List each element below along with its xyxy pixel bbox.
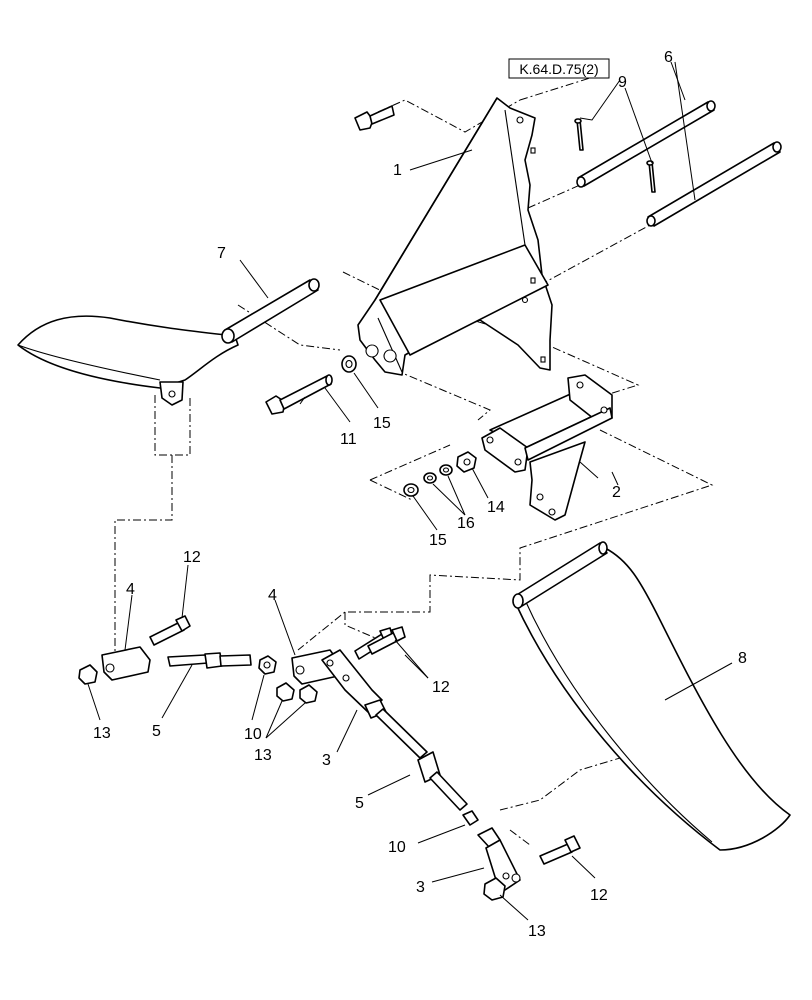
callout-2: 2: [612, 484, 621, 501]
part-1-main-bracket: [357, 97, 553, 376]
callout-13-lower: 13: [528, 923, 546, 940]
reference-tag[interactable]: K.64.D.75(2): [508, 58, 610, 79]
callout-12-center: 12: [432, 679, 450, 696]
callout-5-center: 5: [355, 795, 364, 812]
reference-label: K.64.D.75(2): [519, 61, 598, 77]
callout-7: 7: [217, 245, 226, 262]
center-linkage: [276, 626, 479, 826]
part-7-left-shoe: [17, 278, 320, 406]
callout-10-center: 10: [388, 839, 406, 856]
part-2-lower-bracket: [481, 374, 613, 521]
callout-1: 1: [393, 162, 402, 179]
top-bolt: [354, 105, 395, 131]
callout-4-left: 4: [126, 581, 135, 598]
callout-12-left: 12: [183, 549, 201, 566]
callout-8: 8: [738, 650, 747, 667]
leader-lines: [87, 61, 733, 921]
part-8-blade: [512, 541, 791, 851]
left-linkage: [78, 615, 277, 685]
callout-15-upper: 15: [373, 415, 391, 432]
callout-13-left: 13: [93, 725, 111, 742]
callout-15-lower: 15: [429, 532, 447, 549]
callout-10-left: 10: [244, 726, 262, 743]
callout-4-center: 4: [268, 587, 277, 604]
callout-9: 9: [618, 74, 627, 91]
callouts: 1 2 3 3 4 4 5 5 6 7 8 9 10 10 11 12 12 1…: [93, 49, 747, 940]
callout-3-center: 3: [322, 752, 331, 769]
hardware-15-16-14: [403, 451, 477, 497]
part-11-bolt: [265, 374, 333, 415]
part-6-pins: [576, 100, 782, 227]
part-15-washer-upper: [341, 355, 357, 373]
callout-5-left: 5: [152, 723, 161, 740]
callout-14: 14: [487, 499, 505, 516]
callout-12-lower: 12: [590, 887, 608, 904]
callout-16: 16: [457, 515, 475, 532]
callout-3-lower: 3: [416, 879, 425, 896]
callout-6: 6: [664, 49, 673, 66]
lower-linkage: [477, 827, 581, 901]
callout-13-center: 13: [254, 747, 272, 764]
callout-11: 11: [340, 431, 357, 448]
